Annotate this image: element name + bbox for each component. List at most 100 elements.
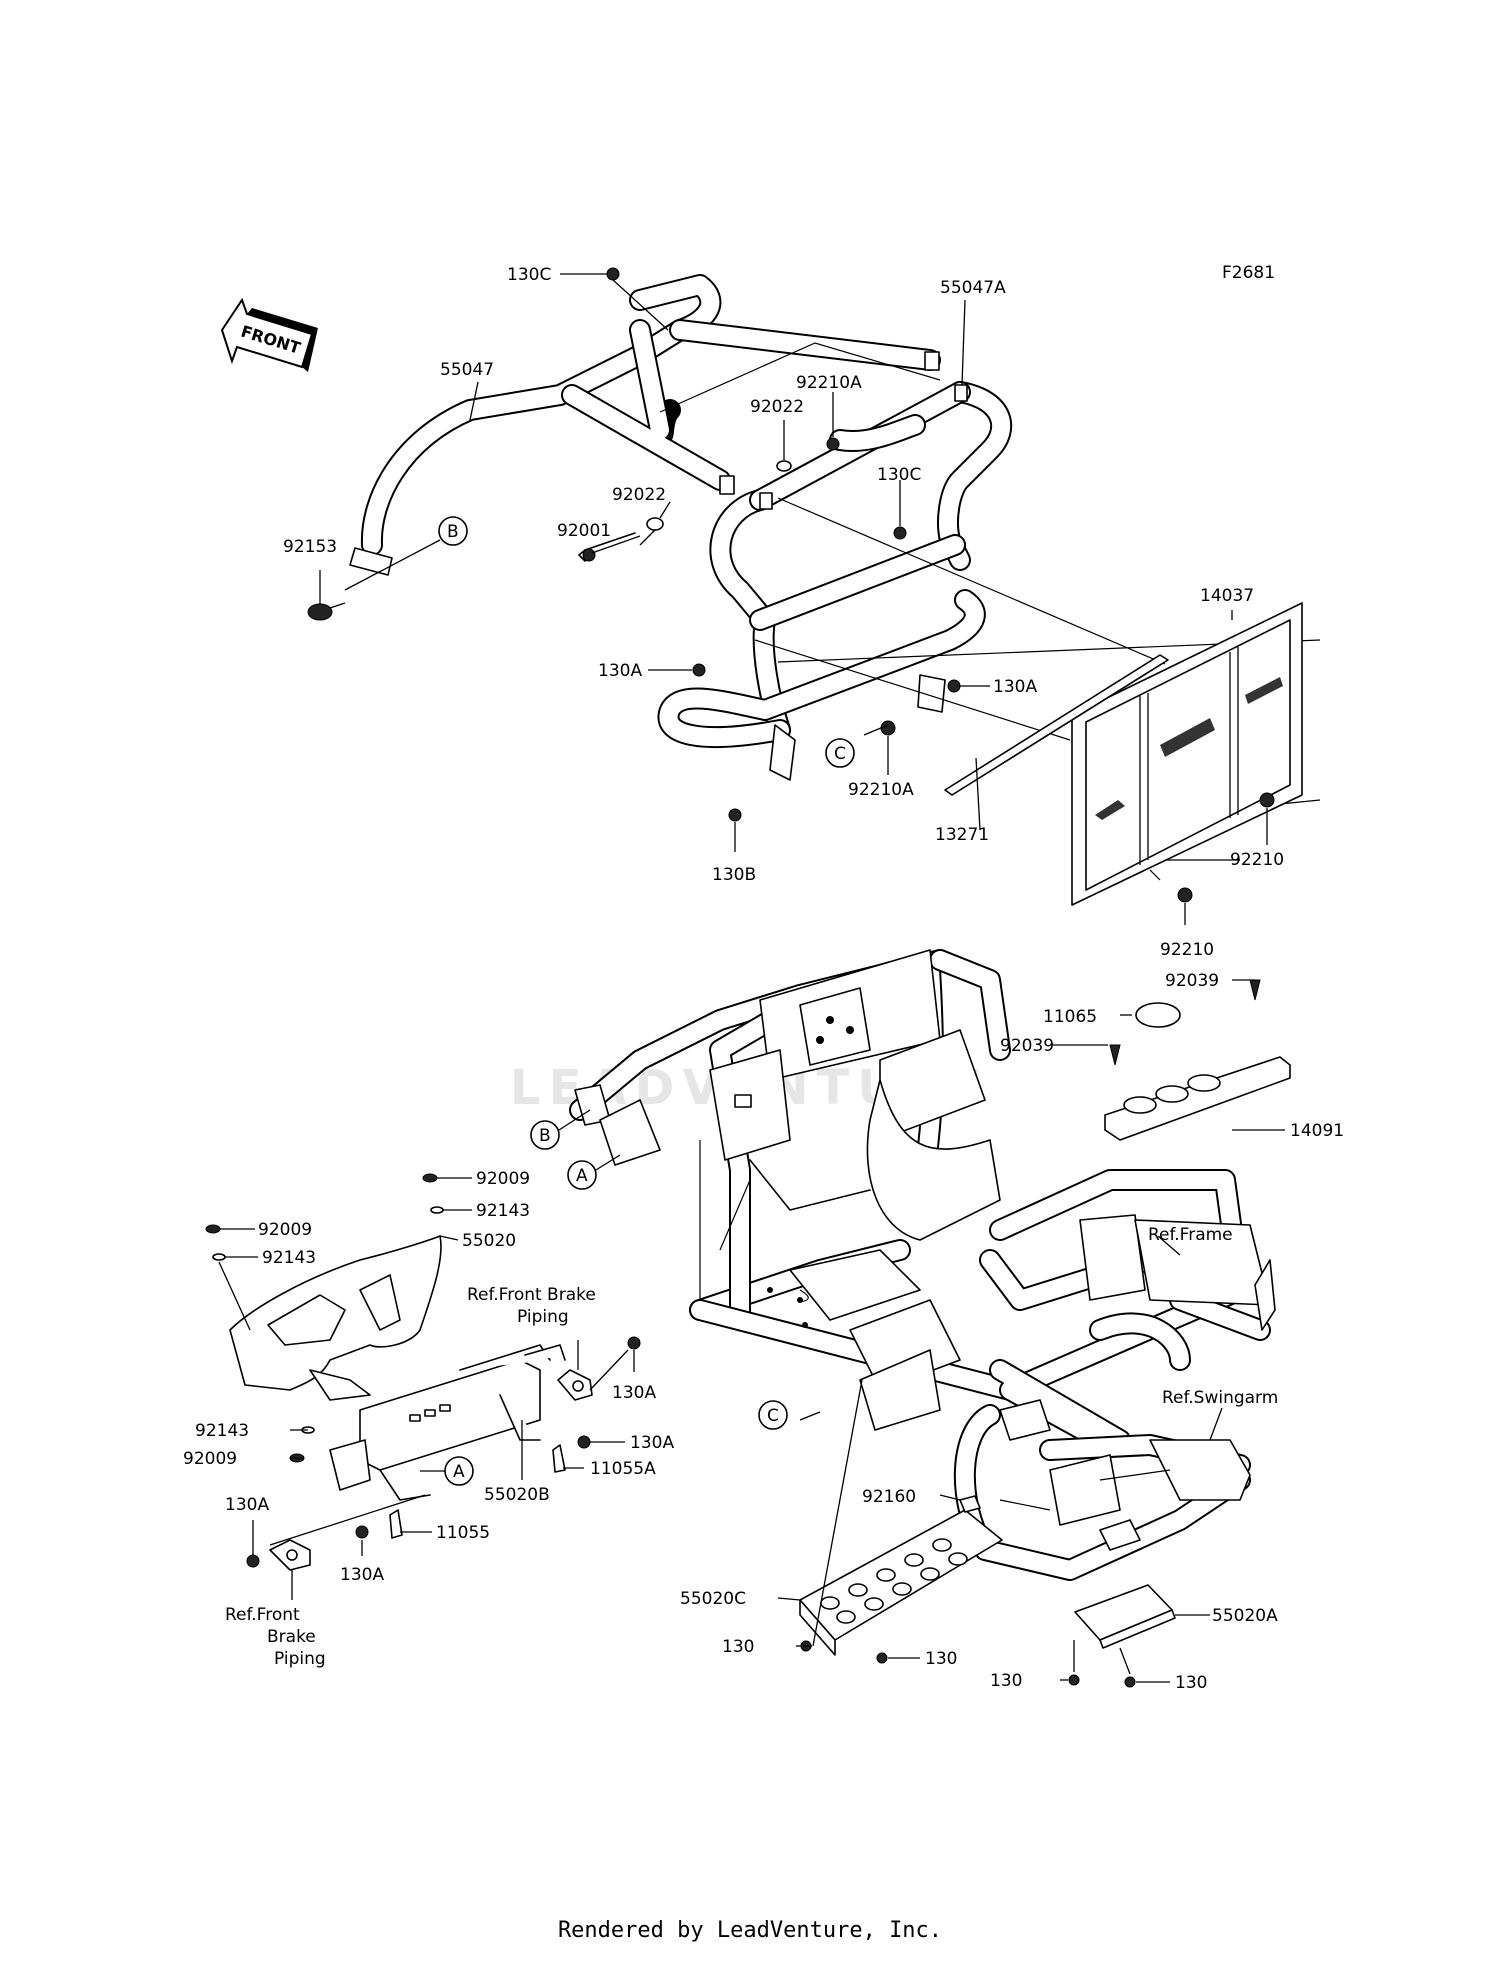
floor-panel-14091	[1104, 1056, 1291, 1141]
washer-92022-mid-icon	[646, 517, 664, 531]
label-130a-f: 130A	[340, 1565, 384, 1585]
washer-92143-a-icon	[430, 1206, 444, 1214]
washer-92022-top-icon	[776, 460, 792, 472]
seat-back-panel-14037	[1071, 602, 1303, 906]
bolt-130c-top-icon	[606, 267, 620, 281]
washer-92143-b-icon	[212, 1253, 226, 1261]
roll-bar-55047	[349, 274, 941, 576]
bolt-130a-c-icon	[627, 1336, 641, 1350]
nut-92210a-top-icon	[826, 437, 840, 451]
label-ref-front-brake-piping-2b: Brake	[267, 1627, 316, 1647]
label-14091: 14091	[1290, 1121, 1344, 1141]
label-92210-b: 92210	[1160, 940, 1214, 960]
label-ref-front-brake-piping-2a: Ref.Front	[225, 1605, 300, 1625]
label-92022-mid: 92022	[612, 485, 666, 505]
nut-92210-b-icon	[1177, 887, 1193, 903]
front-guard-55020	[229, 1235, 442, 1401]
svg-text:B: B	[447, 522, 459, 542]
label-130-b: 130	[925, 1649, 957, 1669]
label-130-d: 130	[1175, 1673, 1207, 1693]
bracket-55020b	[329, 1344, 566, 1501]
bolt-130a-right-icon	[947, 679, 961, 693]
label-92001: 92001	[557, 521, 611, 541]
clip-11055a	[552, 1444, 566, 1473]
label-92210-a: 92210	[1230, 850, 1284, 870]
callout-c-2: C	[758, 1400, 788, 1430]
label-130a-left: 130A	[598, 661, 642, 681]
label-130-a: 130	[722, 1637, 754, 1657]
callout-b-1: B	[438, 516, 468, 546]
screw-92009-b-icon	[205, 1224, 221, 1234]
bolt-130a-d-icon	[577, 1435, 591, 1449]
screw-92009-a-icon	[422, 1173, 438, 1183]
svg-text:A: A	[453, 1462, 465, 1482]
label-ref-front-brake-piping-1b: Piping	[517, 1307, 569, 1327]
brake-piping-clamp-upper	[557, 1369, 593, 1401]
footer-credit: Rendered by LeadVenture, Inc.	[557, 1918, 943, 1943]
label-92009-a: 92009	[476, 1169, 530, 1189]
label-14037: 14037	[1200, 586, 1254, 606]
fasteners	[205, 267, 1275, 1688]
label-92143-b: 92143	[262, 1248, 316, 1268]
label-130a-d: 130A	[630, 1433, 674, 1453]
label-92153: 92153	[283, 537, 337, 557]
bolt-92153-icon	[307, 602, 346, 621]
label-11055a: 11055A	[590, 1459, 656, 1479]
label-130a-e: 130A	[225, 1495, 269, 1515]
skid-plate-55020c	[799, 1495, 1003, 1656]
strip-13271	[944, 654, 1169, 796]
nut-92210a-bot-icon	[880, 720, 896, 736]
label-11055: 11055	[436, 1523, 490, 1543]
svg-text:C: C	[767, 1406, 779, 1426]
bolt-130-c-icon	[1068, 1674, 1080, 1686]
label-55047a: 55047A	[940, 278, 1006, 298]
clip-92039-b-icon	[1109, 1044, 1121, 1066]
label-55020a: 55020A	[1212, 1606, 1278, 1626]
bolt-130b-icon	[728, 808, 742, 822]
clip-11055	[389, 1509, 403, 1539]
bolt-130c-mid-icon	[893, 526, 907, 540]
label-55020: 55020	[462, 1231, 516, 1251]
brake-piping-clamp-lower	[269, 1539, 311, 1571]
nut-92210-a-icon	[1259, 792, 1275, 808]
bolt-92001-icon	[578, 532, 641, 562]
label-13271: 13271	[935, 825, 989, 845]
label-130a-c: 130A	[612, 1383, 656, 1403]
label-92009-b: 92009	[258, 1220, 312, 1240]
label-92143-a: 92143	[476, 1201, 530, 1221]
label-55020c: 55020C	[680, 1589, 746, 1609]
label-ref-swingarm: Ref.Swingarm	[1162, 1388, 1278, 1408]
label-92210a-top: 92210A	[796, 373, 862, 393]
skid-plate-55020a	[1074, 1584, 1176, 1649]
label-92009-c: 92009	[183, 1449, 237, 1469]
figure-code: F2681	[1222, 263, 1275, 283]
label-130c-mid: 130C	[877, 465, 921, 485]
label-92143-c: 92143	[195, 1421, 249, 1441]
bolt-130-b-icon	[876, 1652, 888, 1664]
label-11065	[1135, 1002, 1181, 1028]
label-92210a-bot: 92210A	[848, 780, 914, 800]
label-130a-right: 130A	[993, 677, 1037, 697]
bolt-130-d-icon	[1124, 1676, 1136, 1688]
roll-bar-55047a	[657, 381, 1013, 781]
front-arrow-icon: FRONT	[220, 297, 318, 372]
label-130-c: 130	[990, 1671, 1022, 1691]
label-11065: 11065	[1043, 1007, 1097, 1027]
svg-text:C: C	[834, 744, 846, 764]
label-92022-top: 92022	[750, 397, 804, 417]
label-130c-top: 130C	[507, 265, 551, 285]
label-ref-frame: Ref.Frame	[1148, 1225, 1233, 1245]
callout-a-1: A	[567, 1154, 621, 1190]
part-labels: 130C 55047 55047A 92210A 92022 92022 920…	[183, 265, 1344, 1693]
callout-a-2: A	[420, 1456, 474, 1486]
leader-lines	[218, 273, 1285, 1683]
callout-b-2: B	[530, 1109, 591, 1150]
svg-text:B: B	[539, 1126, 551, 1146]
bolt-130a-f-icon	[355, 1525, 369, 1539]
label-92039-b: 92039	[1000, 1036, 1054, 1056]
clip-92039-a-icon	[1249, 979, 1261, 1001]
bolt-130a-e-icon	[246, 1554, 260, 1568]
main-frame	[569, 949, 1276, 1456]
label-55020b: 55020B	[484, 1485, 550, 1505]
